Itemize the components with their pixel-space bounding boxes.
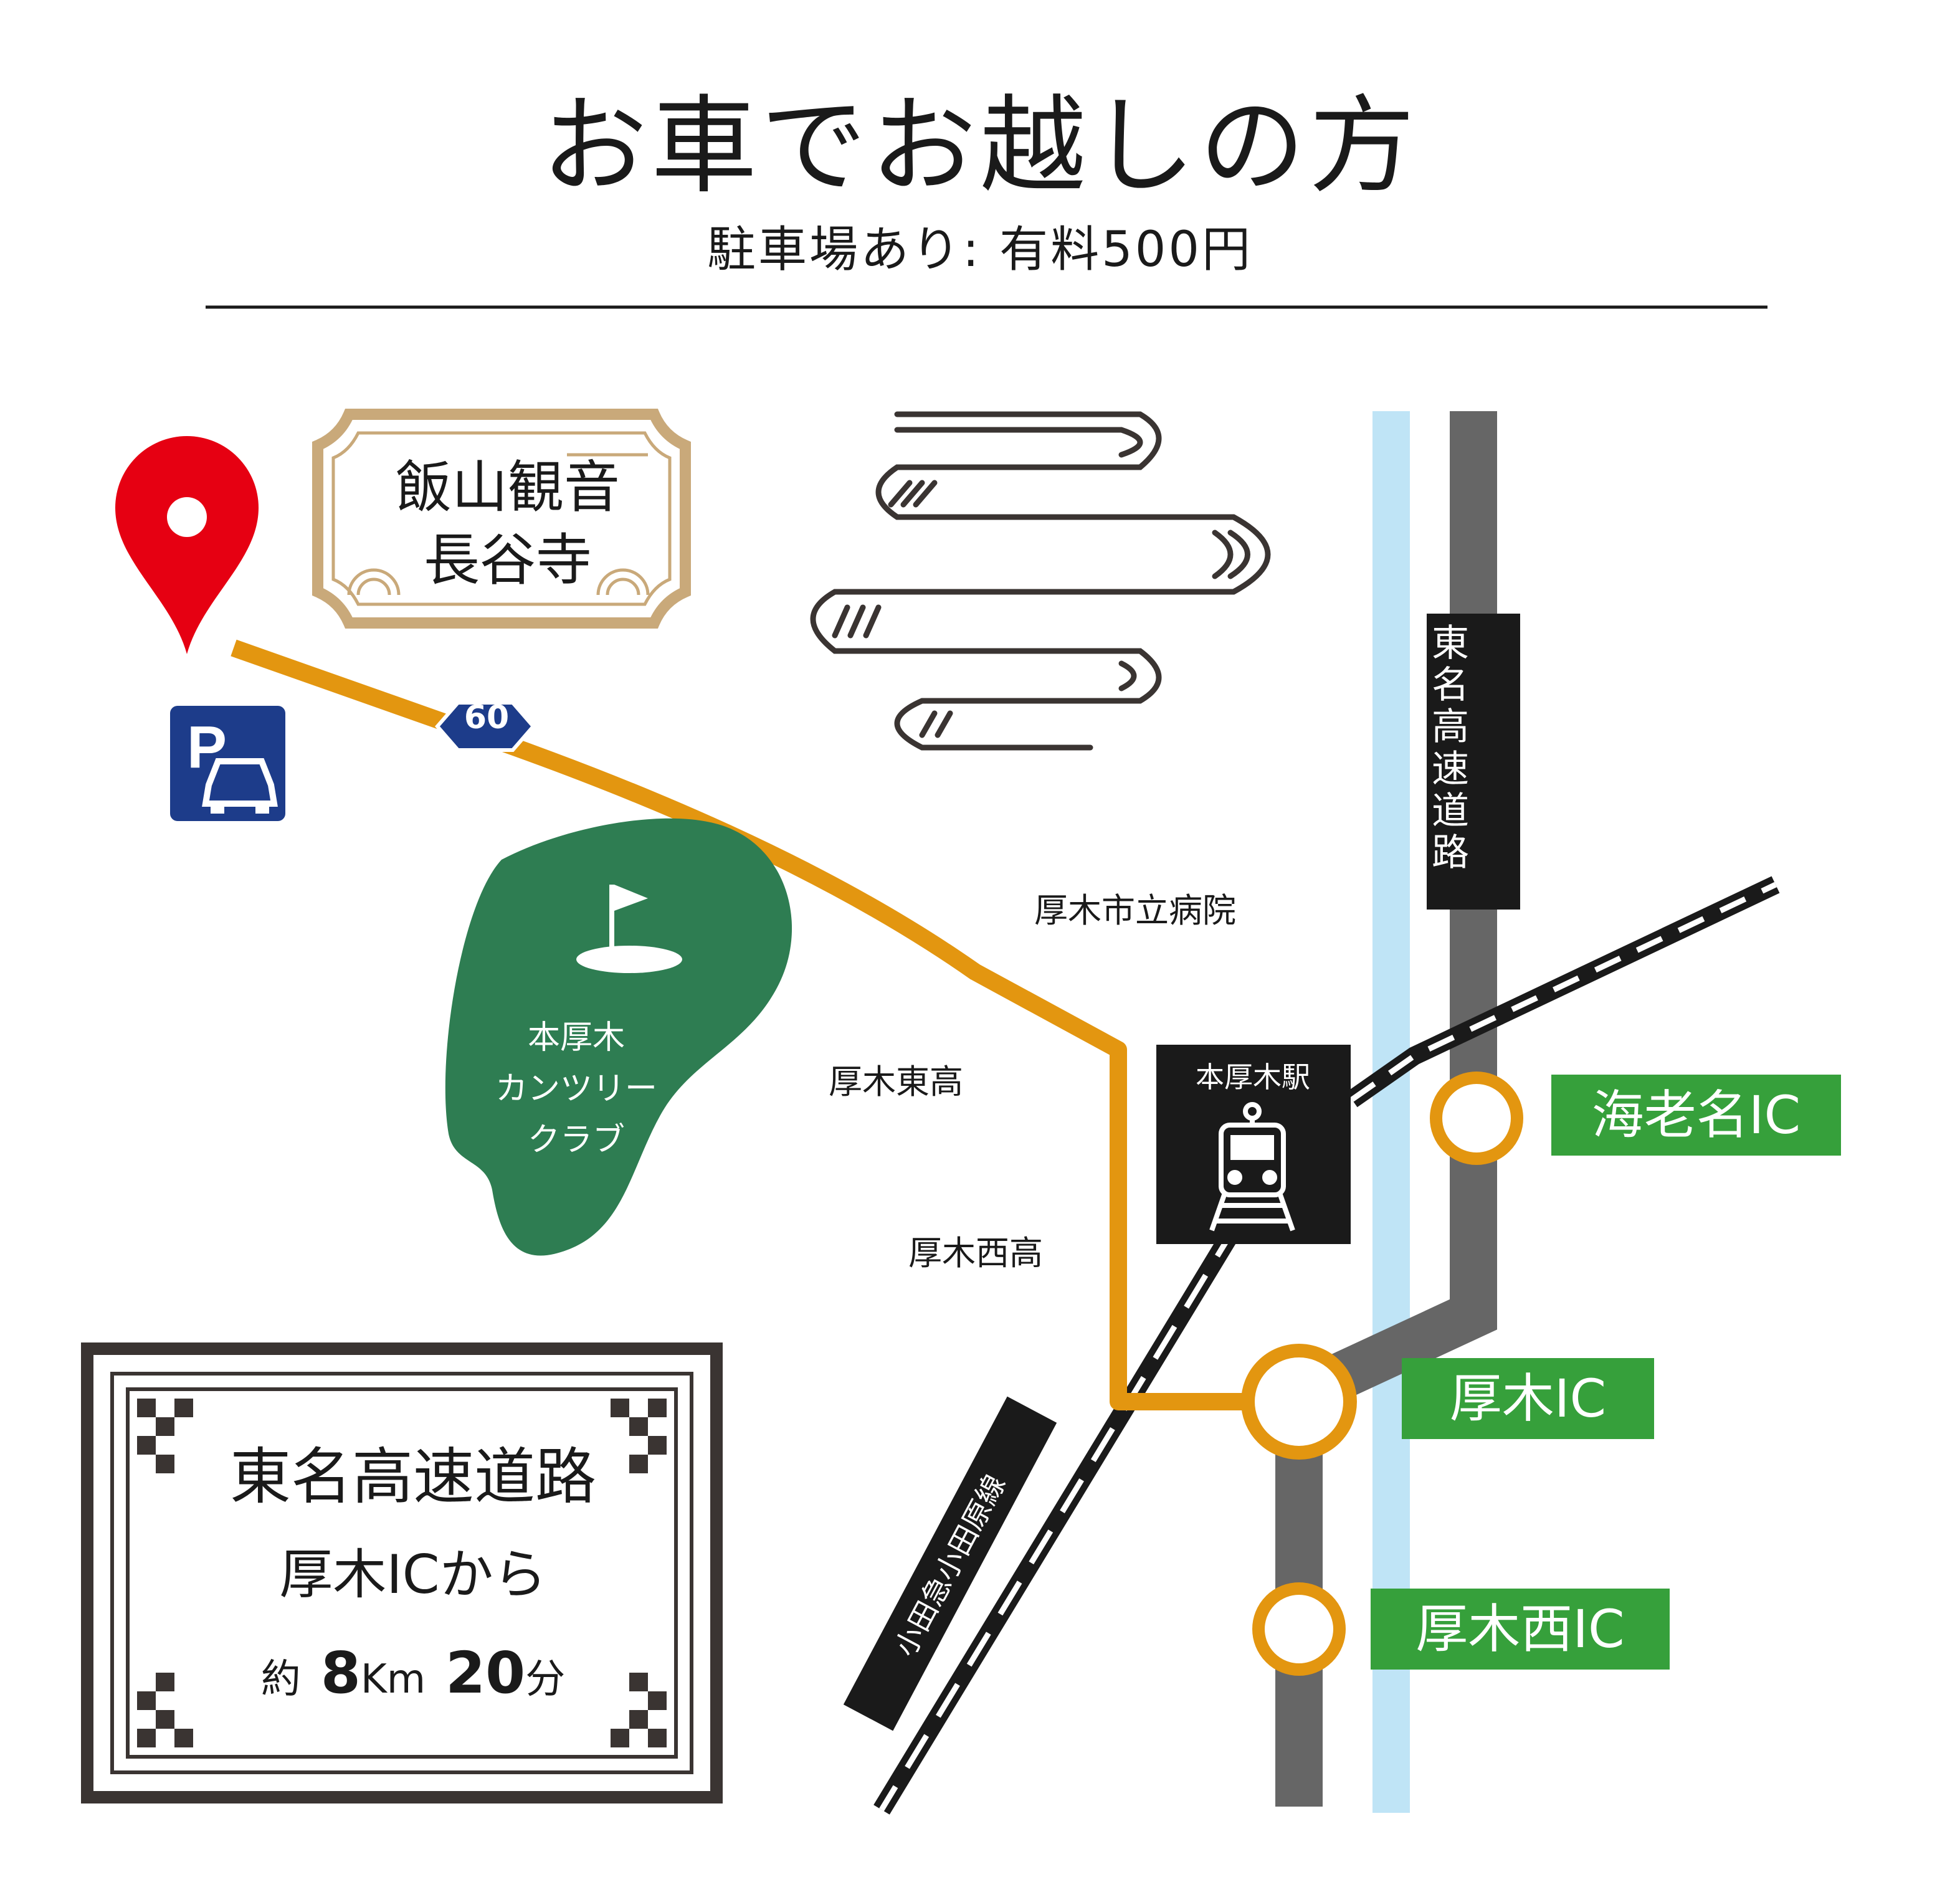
train-icon [1209,1102,1295,1232]
map-pin-icon [115,436,259,654]
golf-club-line3: クラブ [527,1121,625,1159]
odakyu-railway-dash [879,1222,1239,1812]
ic-marker-atsugi [1241,1344,1357,1460]
ic-label-atsugi-west: 厚木西IC [1371,1589,1670,1670]
temple-name-line2: 長谷寺 [424,528,592,593]
info-minutes: 20 [445,1640,526,1706]
hospital-label: 厚木市立病院 [1034,891,1236,930]
parking-car-icon: P [170,706,285,821]
info-distance: 8 [320,1640,361,1706]
odakyu-label-box [843,1396,1057,1731]
golf-club-line1: 本厚木 [527,1019,625,1057]
railway-east [1346,876,1780,1108]
temple-name-line1: 飯山観音 [396,455,620,520]
road-60 [231,639,1296,1410]
golf-club-line2: カンツリー [495,1070,657,1108]
info-frame [81,1342,723,1803]
odakyu-railway [873,1219,1245,1815]
route-60-shield [435,701,536,752]
highway-label: 東名高速道路 [1432,622,1469,875]
temple-frame [312,409,691,629]
golf-flag-icon [576,885,682,973]
river [1372,411,1410,1813]
info-distance-time: 約 8Km 20分 [130,1645,697,1702]
cloud-decoration [810,411,1271,751]
east-high-label: 厚木東高 [829,1062,963,1101]
ic-marker-ebina [1430,1072,1523,1165]
svg-text:P: P [187,714,227,781]
info-minutes-unit: 分 [525,1656,566,1703]
ic-marker-atsugi-west [1252,1582,1346,1676]
highway-label-box [1427,614,1520,910]
route-60-label: 60 [464,699,510,736]
parking-note: 駐車場あり: 有料500円 [707,222,1253,278]
info-from-ic: 厚木ICから [279,1544,547,1606]
info-distance-unit: Km [360,1656,426,1703]
west-high-label: 厚木西高 [908,1233,1043,1273]
station-label: 本厚木駅 [1196,1060,1310,1094]
railway-east-dash [1350,881,1777,1102]
info-approx: 約 [260,1656,301,1703]
info-highway: 東名高速道路 [229,1442,596,1513]
page-title: お車でお越しの方 [541,85,1419,208]
golf-course [445,818,792,1256]
ic-label-ebina: 海老名IC [1551,1075,1841,1156]
ic-label-atsugi: 厚木IC [1402,1358,1654,1439]
